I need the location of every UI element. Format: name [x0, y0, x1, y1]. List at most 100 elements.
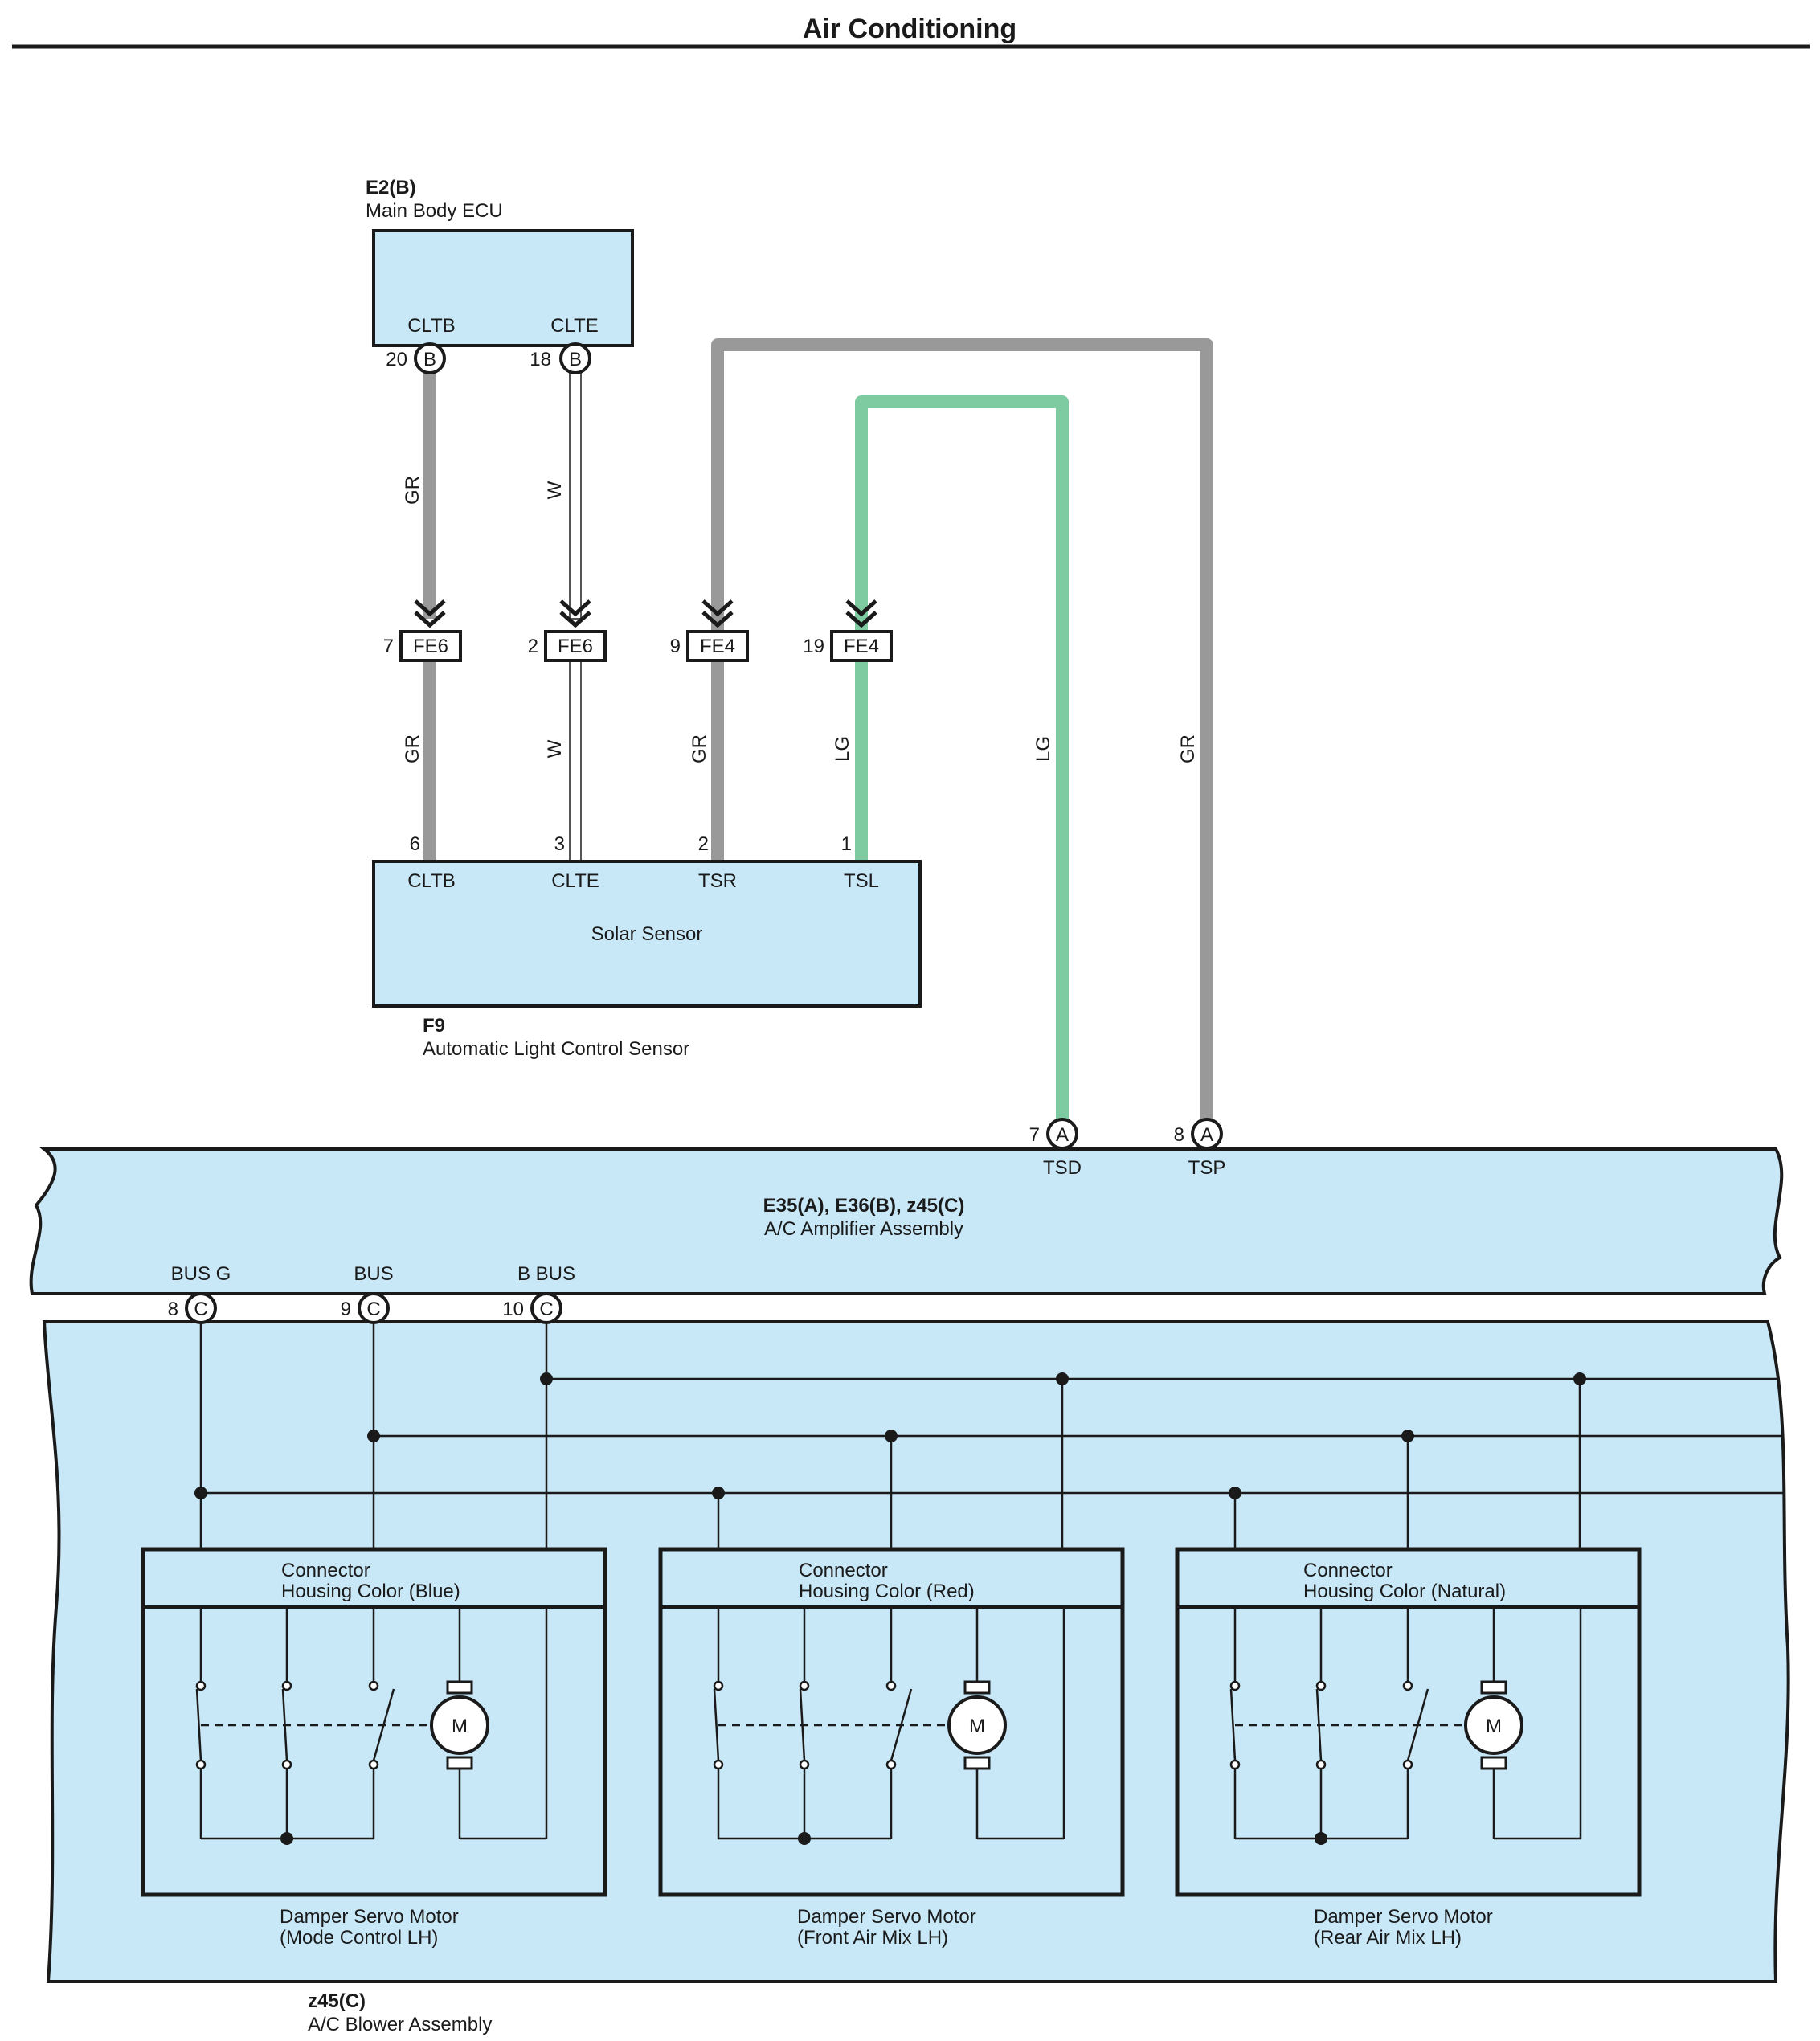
- ecu-pin-18: 18 B: [530, 342, 591, 374]
- connector-letter: C: [366, 1299, 380, 1320]
- sensor-terminal-tsl: TSL: [844, 870, 879, 892]
- splice-dot: [1229, 1487, 1241, 1499]
- junction-fe6-2: FE6 2: [528, 599, 607, 662]
- amp-pin-bus: 9 C: [341, 1292, 390, 1324]
- junction-fe4-19: FE4 19: [803, 599, 893, 662]
- chevron-down-icon: [414, 599, 446, 628]
- servo-name-line2: (Rear Air Mix LH): [1314, 1927, 1462, 1949]
- wire-clte-upper: [569, 370, 582, 620]
- servo-name-line2: (Mode Control LH): [280, 1927, 438, 1949]
- sensor-pin-1: 1: [841, 833, 852, 855]
- motor-icon-label: M: [969, 1716, 985, 1737]
- splice-dot: [712, 1487, 725, 1499]
- ecu-pin-20: 20 B: [386, 342, 446, 374]
- junction-pin: 7: [383, 636, 394, 657]
- solar-sensor-box: [372, 860, 922, 1008]
- servo-connector-line2: Housing Color (Natural): [1303, 1581, 1506, 1602]
- splice-dot: [367, 1430, 380, 1442]
- servo-front-air-mix: Connector Housing Color (Red): [658, 1547, 1125, 1949]
- terminal-label: TSD: [1043, 1157, 1082, 1179]
- sensor-code: F9: [423, 1015, 445, 1037]
- junction-pin: 19: [803, 636, 824, 657]
- servo-name-line2: (Front Air Mix LH): [797, 1927, 948, 1949]
- junction-fe4-9: FE4 9: [670, 599, 749, 662]
- servo-connector-line1: Connector: [281, 1560, 370, 1581]
- pin-circle: [1046, 1118, 1078, 1150]
- terminal-label: TSP: [1188, 1157, 1226, 1179]
- sensor-terminal-cltb: CLTB: [407, 870, 456, 892]
- servo-box: [658, 1547, 1125, 1897]
- ecu-code: E2(B): [366, 177, 416, 198]
- servo-connector-line2: Housing Color (Red): [799, 1581, 975, 1602]
- servo-connector-line1: Connector: [799, 1560, 888, 1581]
- junction-box: [544, 630, 607, 662]
- main-body-ecu-box: [372, 229, 634, 347]
- connector-letter: A: [1200, 1124, 1213, 1146]
- wire-label-clte-lower: W: [544, 739, 566, 758]
- sensor-terminal-tsr: TSR: [698, 870, 737, 892]
- junction-connector: FE4: [844, 636, 879, 657]
- pin-circle: [530, 1292, 562, 1324]
- page-title: Air Conditioning: [803, 14, 1016, 44]
- servo-name-line1: Damper Servo Motor: [280, 1906, 459, 1928]
- junction-connector: FE4: [700, 636, 735, 657]
- bus-label: BUS: [354, 1263, 393, 1285]
- wire-label-tsr-lower: GR: [689, 734, 710, 763]
- junction-connector: FE6: [413, 636, 448, 657]
- pin-number: 8: [1174, 1124, 1184, 1146]
- wire-label-clte-upper: W: [544, 481, 566, 499]
- amp-pin-tsp: 8 A TSP: [1174, 1118, 1226, 1179]
- pin-number: 7: [1029, 1124, 1040, 1146]
- amplifier-code: E35(A), E36(B), z45(C): [763, 1195, 965, 1217]
- junction-box: [399, 630, 462, 662]
- servo-name-line1: Damper Servo Motor: [1314, 1906, 1493, 1928]
- junction-pin: 2: [528, 636, 538, 657]
- servo-rear-air-mix: Connector Housing Color (Natural): [1175, 1547, 1642, 1949]
- junction-connector: FE6: [558, 636, 593, 657]
- chevron-down-icon: [845, 599, 877, 628]
- connector-letter: B: [423, 349, 436, 370]
- servo-box: [141, 1547, 607, 1897]
- sensor-pin-2: 2: [698, 833, 709, 855]
- chevron-down-icon: [559, 599, 591, 628]
- amp-pin-bus-g: 8 C: [168, 1292, 217, 1324]
- connector-letter: C: [194, 1299, 207, 1320]
- wire-label-tsd: LG: [1033, 736, 1054, 762]
- b-bus-label: B BUS: [517, 1263, 575, 1285]
- servo-internal-circuit: M: [195, 1607, 548, 1845]
- servo-connector-line1: Connector: [1303, 1560, 1393, 1581]
- wire-label-cltb-upper: GR: [402, 476, 423, 505]
- wire-label-tsp: GR: [1177, 734, 1199, 763]
- sensor-pin-3: 3: [554, 833, 565, 855]
- amp-pin-tsd: 7 A TSD: [1029, 1118, 1082, 1179]
- servo-name-line1: Damper Servo Motor: [797, 1906, 976, 1928]
- pin-number: 8: [168, 1299, 178, 1320]
- amplifier-box: [29, 1147, 1784, 1295]
- splice-dot: [1056, 1372, 1069, 1385]
- bus-lines: [194, 1308, 1785, 1549]
- pin-circle: [1191, 1118, 1223, 1150]
- connector-letter: B: [569, 349, 582, 370]
- pin-number: 10: [502, 1299, 524, 1320]
- splice-dot: [540, 1372, 553, 1385]
- splice-dot: [194, 1487, 207, 1499]
- splice-dot: [1401, 1430, 1414, 1442]
- blower-box: [42, 1320, 1790, 1983]
- junction-fe6-7: FE6 7: [383, 599, 462, 662]
- ecu-terminal-label-cltb: CLTB: [407, 315, 456, 337]
- junction-box: [830, 630, 893, 662]
- pin-circle: [559, 342, 591, 374]
- wire-label-tsl-lower: LG: [832, 736, 853, 762]
- amplifier-name: A/C Amplifier Assembly: [764, 1218, 963, 1240]
- chevron-down-icon: [701, 599, 734, 628]
- servo-box: [1175, 1547, 1642, 1897]
- wire-tsr-tsp: [711, 338, 1213, 1123]
- amp-pin-b-bus: 10 C: [502, 1292, 562, 1324]
- ecu-terminal-label-clte: CLTE: [550, 315, 599, 337]
- junction-pin: 9: [670, 636, 681, 657]
- motor-icon-label: M: [1486, 1716, 1502, 1737]
- wire-label-cltb-lower: GR: [402, 734, 423, 763]
- wire-clte-lower: [569, 660, 582, 862]
